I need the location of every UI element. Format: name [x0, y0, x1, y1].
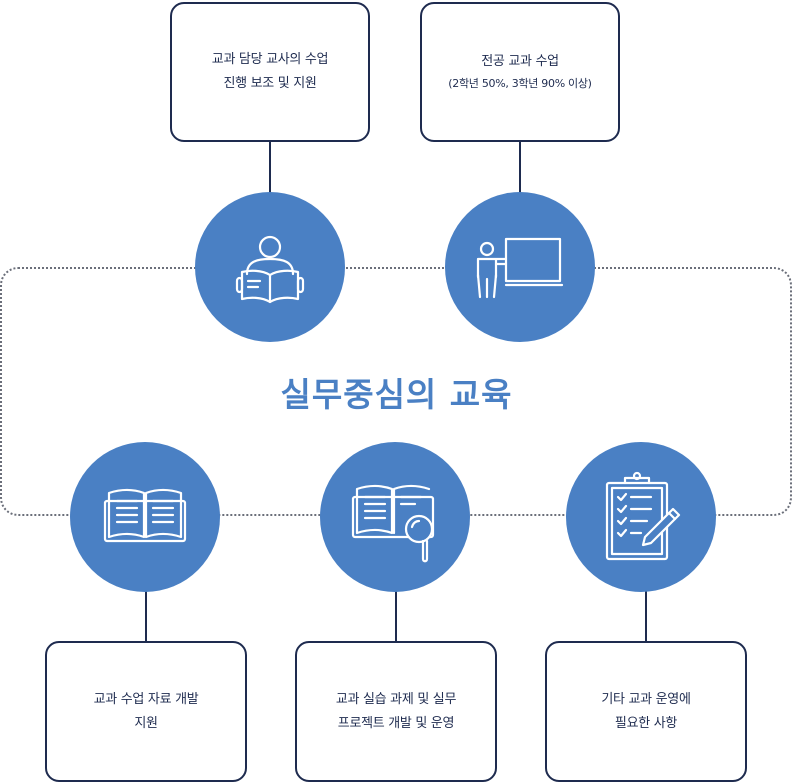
connector-bottom-right [645, 588, 647, 643]
open-book-icon [103, 488, 187, 543]
connector-top-left [269, 140, 271, 195]
box-top-right: 전공 교과 수업 (2학년 50%, 3학년 90% 이상) [420, 2, 620, 142]
box-bottom-left-line2: 지원 [134, 715, 158, 731]
box-bottom-right: 기타 교과 운영에 필요한 사항 [545, 641, 747, 782]
box-top-right-line1: 전공 교과 수업 [481, 54, 559, 69]
person-reading-book-icon [235, 235, 305, 304]
circle-top-left [195, 192, 345, 342]
box-bottom-right-line1: 기타 교과 운영에 [601, 691, 691, 707]
box-bottom-right-line2: 필요한 사항 [614, 715, 678, 731]
connector-bottom-mid [395, 588, 397, 643]
connector-bottom-left [145, 588, 147, 643]
box-top-left-line2: 진행 보조 및 지원 [223, 76, 317, 91]
teacher-at-board-icon [476, 237, 564, 299]
box-bottom-mid: 교과 실습 과제 및 실무 프로젝트 개발 및 운영 [295, 641, 497, 782]
diagram-title: 실무중심의 교육 [280, 375, 513, 414]
box-bottom-mid-line2: 프로젝트 개발 및 운영 [337, 715, 455, 731]
box-top-right-line2: (2학년 50%, 3학년 90% 이상) [448, 77, 592, 90]
box-bottom-mid-line1: 교과 실습 과제 및 실무 [335, 691, 457, 707]
box-top-left: 교과 담당 교사의 수업 진행 보조 및 지원 [170, 2, 370, 142]
circle-bottom-mid [320, 442, 470, 592]
box-bottom-left-line1: 교과 수업 자료 개발 [93, 691, 199, 707]
circle-bottom-right [566, 442, 716, 592]
connector-top-right [519, 140, 521, 195]
box-top-left-line1: 교과 담당 교사의 수업 [211, 52, 329, 67]
circle-bottom-left [70, 442, 220, 592]
box-bottom-left: 교과 수업 자료 개발 지원 [45, 641, 247, 782]
clipboard-checklist-icon [605, 471, 681, 561]
circle-top-right [445, 192, 595, 342]
book-magnifier-icon [351, 484, 435, 563]
